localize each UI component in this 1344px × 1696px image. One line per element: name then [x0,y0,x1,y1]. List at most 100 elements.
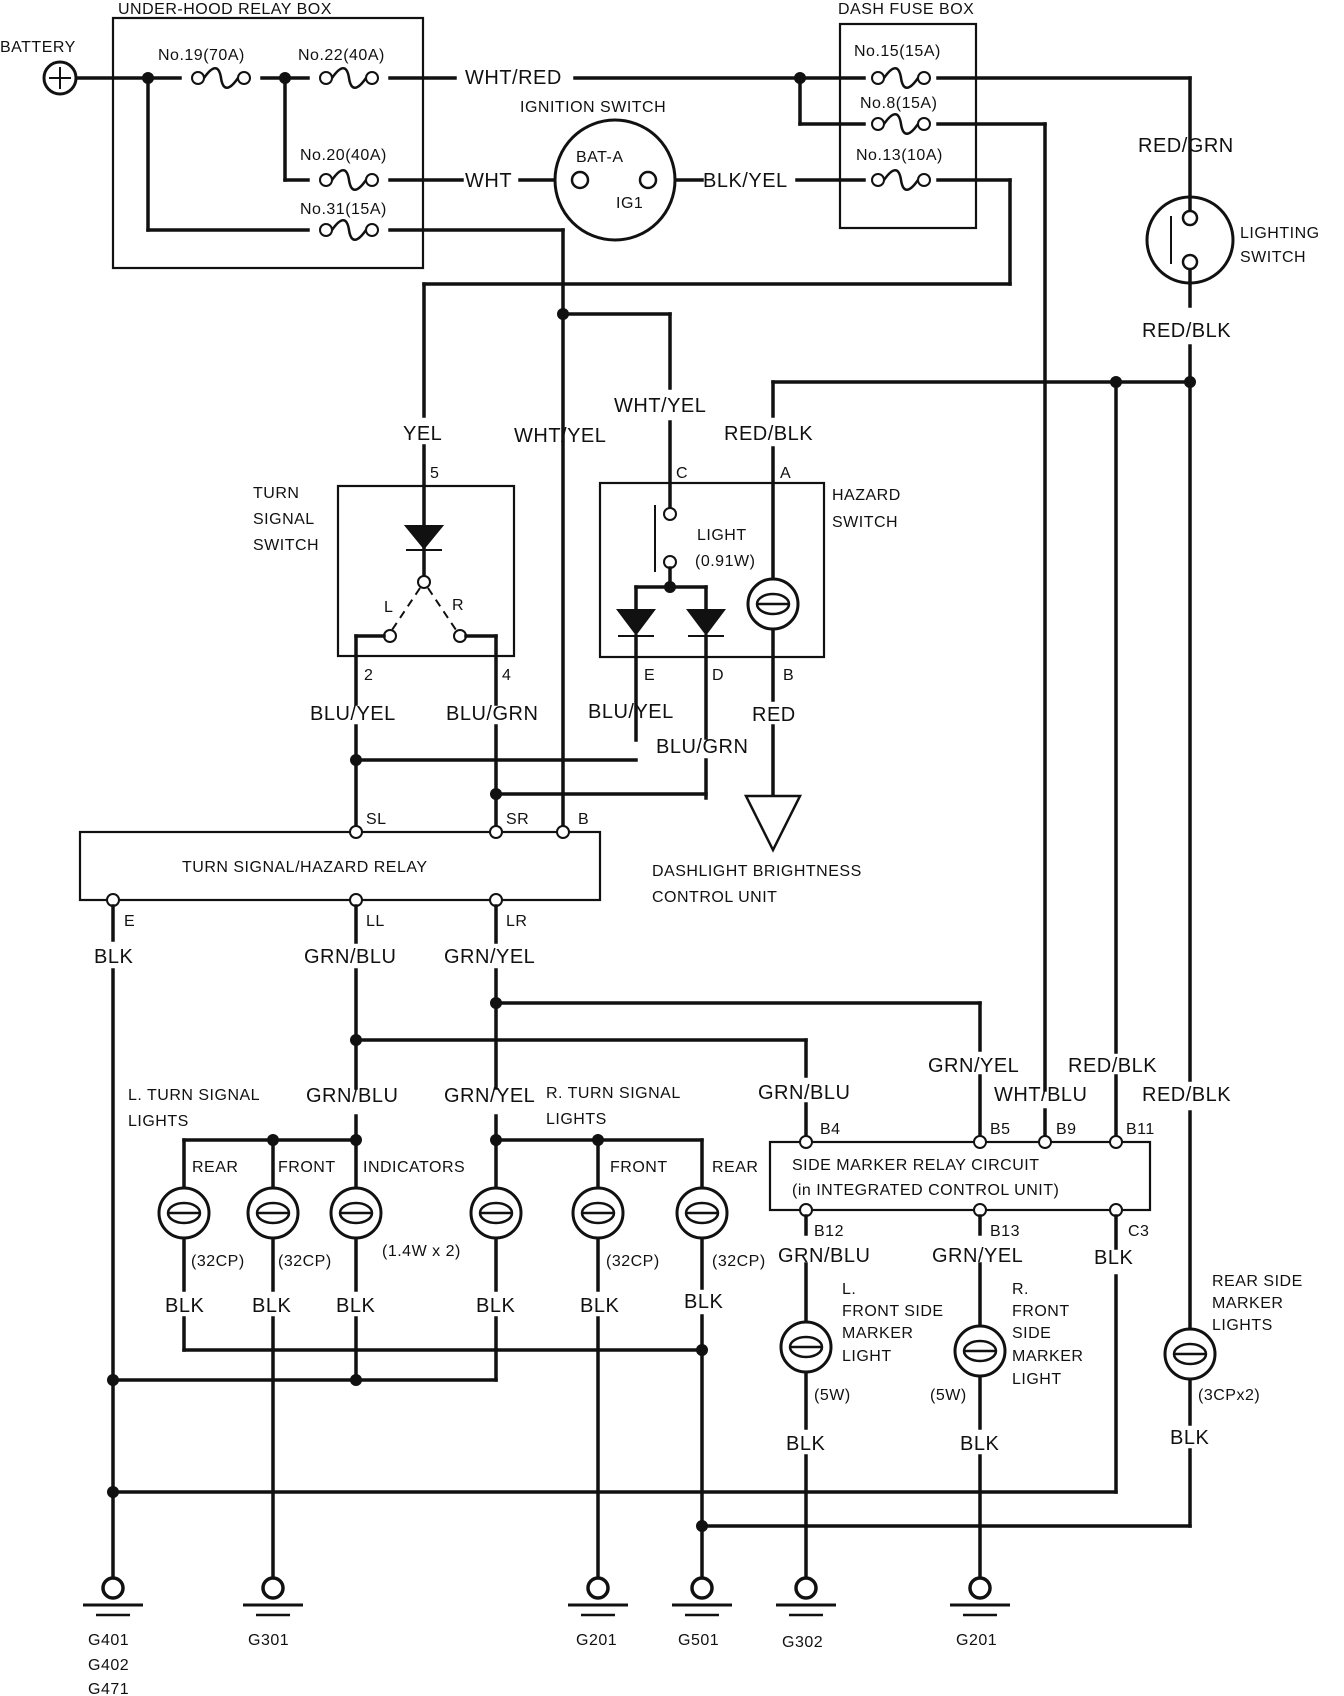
wire-yel: YEL [403,423,442,445]
hazard-light-label-2: (0.91W) [695,553,755,570]
fuse-no19: No.19(70A) [158,47,252,89]
ground-g301-label: G301 [248,1632,289,1649]
wire-color-labels: WHT/RED WHT BLK/YEL RED/GRN RED/BLK YEL … [94,67,1234,1455]
turn-switch-l: L [384,599,393,616]
r-indicator-lamp [469,1186,523,1240]
ground-g471-label: G471 [88,1681,129,1696]
r-front-side-rating: (5W) [930,1387,967,1404]
hazard-c: C [676,465,688,482]
wire-red: RED [752,704,796,726]
wire-red-grn: RED/GRN [1138,135,1234,157]
ground-g302-label: G302 [782,1634,823,1651]
wire-blk-lamp5: BLK [580,1295,619,1317]
junction-dots-top [142,72,1196,388]
fuse-no8-label: No.8(15A) [860,95,937,112]
term-b9: B9 [1056,1121,1077,1138]
side-marker-wiring [107,1214,1192,1580]
wire-blk-c3: BLK [1094,1247,1133,1269]
r-turn-lights-label-2: LIGHTS [546,1111,607,1128]
fuse-no20: No.20(40A) [300,147,387,191]
fuse-no19-label: No.19(70A) [158,47,245,64]
term-b4: B4 [820,1121,841,1138]
fuse-no31-label: No.31(15A) [300,201,387,218]
wire-grn-yel-lamps: GRN/YEL [444,1085,535,1107]
r-front-side-label-2: FRONT [1012,1303,1070,1320]
wire-blu-yel-2: BLU/YEL [588,701,674,723]
relay-output-wiring [111,904,982,1580]
l-front-side-label-2: FRONT SIDE [842,1303,944,1320]
ground-g401: G401 G402 G471 [81,1576,145,1696]
r-turn-lights-label-1: R. TURN SIGNAL [546,1085,681,1102]
ignition-switch-title: IGNITION SWITCH [520,99,666,116]
hazard-indicator-lamp [746,577,800,798]
dashlight-label-1: DASHLIGHT BRIGHTNESS [652,863,862,880]
wire-blk-lfsm: BLK [786,1433,825,1455]
relay-label: TURN SIGNAL/HAZARD RELAY [182,859,428,876]
wire-red-blk-top: RED/BLK [1142,320,1231,342]
wire-blk-lamp2: BLK [252,1295,291,1317]
turn-signal-switch: TURN SIGNAL SWITCH [253,484,516,658]
hazard-e: E [644,667,655,684]
side-marker-label-2: (in INTEGRATED CONTROL UNIT) [792,1182,1059,1199]
ground-g501: G501 [670,1576,734,1649]
l-indicator-lamp [329,1186,383,1240]
term-b13: B13 [990,1223,1020,1240]
wire-grn-blu-lamps: GRN/BLU [306,1085,398,1107]
ignition-bat-a: BAT-A [576,149,624,166]
wire-wht-red: WHT/RED [465,67,562,89]
side-marker-relay-circuit: SIDE MARKER RELAY CIRCUIT (in INTEGRATED… [768,1140,1152,1212]
wire-blu-yel-1: BLU/YEL [310,703,396,725]
wire-wht-yel-1: WHT/YEL [514,425,606,447]
ground-g301: G301 [241,1576,305,1649]
fuse-no8: No.8(15A) [860,95,937,135]
indicator-rating: (1.4W x 2) [382,1243,461,1260]
ignition-ig1: IG1 [616,195,643,212]
l-front-side-marker-lamp [779,1320,833,1374]
r-front-side-label-5: LIGHT [1012,1371,1062,1388]
turn-signal-lamp-wiring [107,1134,708,1580]
fuse-no20-label: No.20(40A) [300,147,387,164]
term-b5: B5 [990,1121,1011,1138]
indicators-label: INDICATORS [363,1159,465,1176]
wire-blk-relay: BLK [94,946,133,968]
l-turn-lights-label-1: L. TURN SIGNAL [128,1087,260,1104]
l-turn-lights-label-2: LIGHTS [128,1113,189,1130]
ground-g401-label: G401 [88,1632,129,1649]
turn-switch-label-3: SWITCH [253,537,319,554]
lighting-switch: LIGHTING SWITCH [1145,195,1320,285]
turn-switch-label-1: TURN [253,485,299,502]
battery-label: BATTERY [0,39,76,56]
relay-b: B [578,811,589,828]
ignition-switch: IGNITION SWITCH BAT-A IG1 [520,99,677,242]
wire-wht: WHT [465,170,512,192]
term-b12: B12 [814,1223,844,1240]
lighting-switch-label-1: LIGHTING [1240,225,1320,242]
wire-wht-blu: WHT/BLU [994,1084,1088,1106]
l-front-turn-lamp [246,1186,300,1240]
fuse-no15-label: No.15(15A) [854,43,941,60]
l-rear-rating: (32CP) [191,1253,245,1270]
wire-wht-yel-2: WHT/YEL [614,395,706,417]
under-hood-relay-box-title: UNDER-HOOD RELAY BOX [118,1,332,18]
wire-grn-blu-relay: GRN/BLU [304,946,396,968]
wire-grn-yel-b13: GRN/YEL [932,1245,1023,1267]
battery: BATTERY [0,39,78,96]
wire-red-blk-b11a: RED/BLK [1068,1055,1157,1077]
switch-to-relay-wiring [350,724,708,834]
hazard-label-1: HAZARD [832,487,901,504]
turn-switch-t5: 5 [430,465,439,482]
relay-sl: SL [366,811,387,828]
l-front-side-rating: (5W) [814,1387,851,1404]
term-c3: C3 [1128,1223,1149,1240]
l-rear-turn-lamp [157,1186,211,1240]
lighting-switch-label-2: SWITCH [1240,249,1306,266]
hazard-d: D [712,667,724,684]
term-b11: B11 [1126,1121,1155,1138]
wire-grn-yel-relay: GRN/YEL [444,946,535,968]
l-rear-label: REAR [192,1159,238,1176]
r-front-rating: (32CP) [606,1253,660,1270]
wire-blk-lamp6: BLK [684,1291,723,1313]
turn-lamp-labels: L. TURN SIGNAL LIGHTS R. TURN SIGNAL LIG… [128,1085,765,1270]
hazard-switch-internals: C A E D B LIGHT (0.91W) [616,465,794,800]
